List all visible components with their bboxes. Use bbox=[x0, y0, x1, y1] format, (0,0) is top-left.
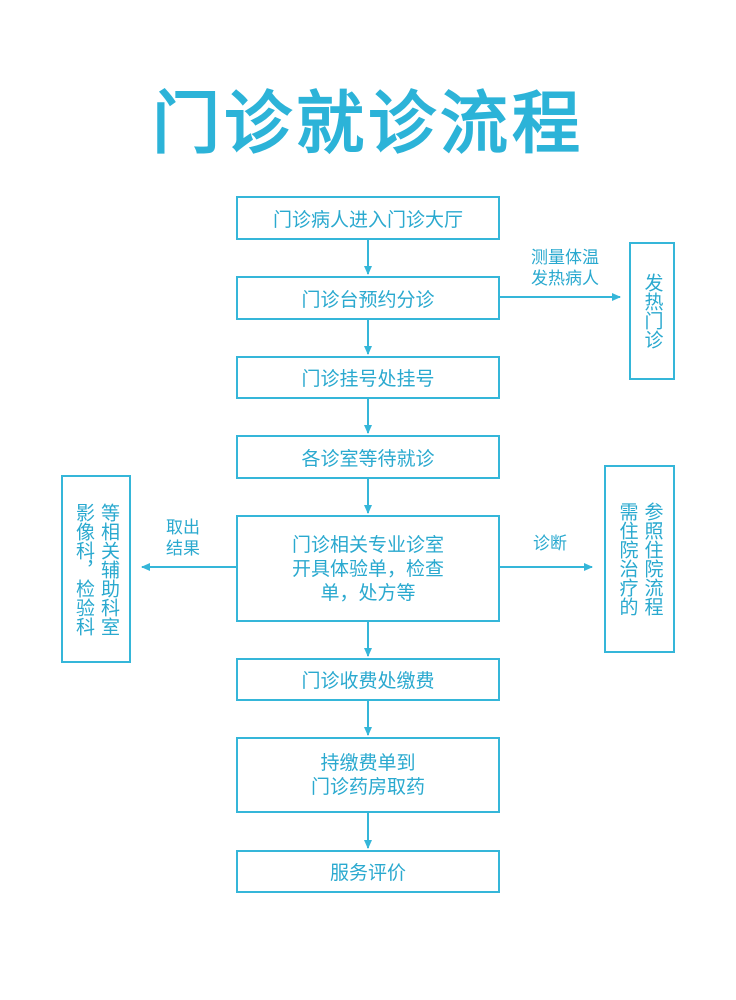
fever-clinic-box: 发热门诊 bbox=[629, 242, 675, 380]
fever-label: 测量体温 发热病人 bbox=[512, 248, 618, 290]
fever-clinic-text: 发热门诊 bbox=[641, 273, 664, 349]
imaging-col-1: 等相关辅助科室 bbox=[98, 502, 120, 636]
step-register: 门诊挂号处挂号 bbox=[236, 356, 500, 399]
imaging-col-2: 影像科，检验科 bbox=[73, 502, 95, 636]
imaging-lab-box: 等相关辅助科室 影像科，检验科 bbox=[61, 475, 131, 663]
step-evaluation: 服务评价 bbox=[236, 850, 500, 893]
result-label: 取出 结果 bbox=[158, 518, 208, 560]
consultation-line-2: 开具体验单，检查 bbox=[291, 557, 444, 580]
pharmacy-line-1: 持缴费单到 bbox=[320, 752, 416, 774]
fever-label-line-1: 测量体温 bbox=[531, 248, 599, 268]
page-title: 门诊就诊流程 bbox=[151, 85, 584, 164]
pharmacy-line-2: 门诊药房取药 bbox=[310, 776, 425, 798]
inpatient-col-2: 需住院治疗的 bbox=[616, 502, 639, 616]
consultation-line-1: 门诊相关专业诊室 bbox=[291, 533, 444, 556]
result-label-line-1: 取出 bbox=[166, 518, 200, 538]
result-label-line-2: 结果 bbox=[166, 539, 200, 559]
step-enter-hall: 门诊病人进入门诊大厅 bbox=[236, 196, 500, 240]
step-payment: 门诊收费处缴费 bbox=[236, 658, 500, 701]
step-consultation: 门诊相关专业诊室 开具体验单，检查 单，处方等 bbox=[236, 515, 500, 622]
step-pharmacy: 持缴费单到 门诊药房取药 bbox=[236, 737, 500, 813]
step-triage: 门诊台预约分诊 bbox=[236, 276, 500, 320]
diagnosis-label: 诊断 bbox=[533, 534, 567, 554]
step-wait: 各诊室等待就诊 bbox=[236, 435, 500, 479]
inpatient-col-1: 参照住院流程 bbox=[641, 502, 664, 616]
consultation-line-3: 单，处方等 bbox=[320, 581, 416, 604]
fever-label-line-2: 发热病人 bbox=[531, 269, 599, 289]
inpatient-box: 参照住院流程 需住院治疗的 bbox=[604, 465, 675, 653]
